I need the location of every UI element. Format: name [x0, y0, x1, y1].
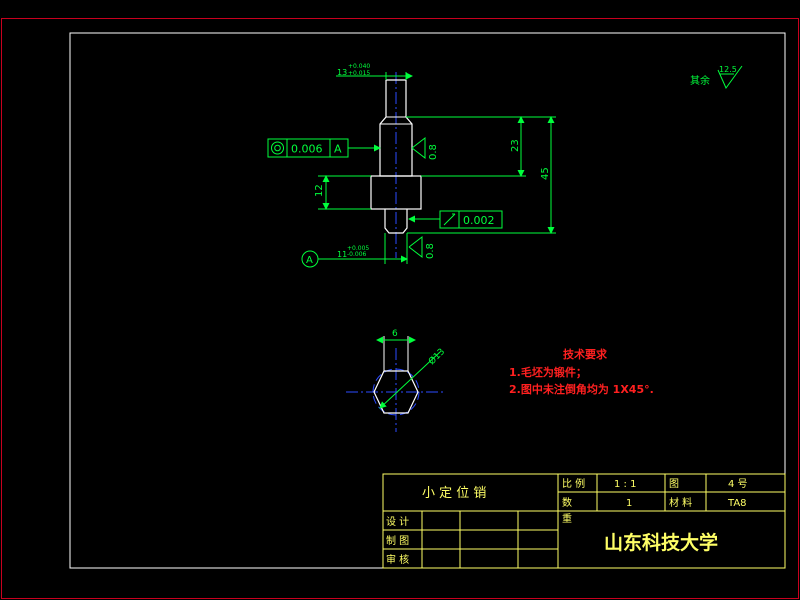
dim-vertical-lengths: 23 45 [406, 116, 556, 234]
coaxiality-frame: 0.006 A [267, 138, 381, 158]
scale-value: 1 : 1 [614, 479, 636, 490]
top-dia-lower: +0.015 [348, 70, 370, 77]
quantity-value: 1 [626, 498, 632, 509]
general-roughness: 其余 12.5 [690, 65, 743, 89]
title-block [382, 473, 786, 569]
runout-value: 0.002 [463, 214, 495, 227]
top-dia-upper: +0.040 [348, 63, 370, 70]
material-value: TA8 [727, 498, 747, 509]
scale-label: 比 例 [562, 477, 585, 490]
roughness-symbol-icon [717, 65, 743, 89]
pin-side-view [370, 72, 422, 258]
review-label: 审 核 [386, 553, 409, 566]
drawing-no-label: 图 [669, 478, 679, 490]
hex-diameter-value: Ø13 [426, 346, 447, 367]
top-dia-nominal: 13 [337, 68, 347, 77]
roughness-upper-icon [411, 136, 426, 160]
coaxiality-value: 0.006 [291, 143, 323, 156]
dim-shoulder: 12 [314, 175, 371, 210]
bottom-dia-upper: +0.005 [347, 245, 369, 252]
title-block-text: 小 定 位 销 比 例 1 : 1 图 4 号 数 1 材 料 TA8 重 设 … [386, 477, 748, 566]
coaxiality-icon [271, 141, 284, 155]
tech-req-item-1: 1.毛坯为锻件； [509, 365, 587, 379]
bottom-dia-nominal: 11 [337, 250, 347, 259]
bottom-dia-lower: -0.006 [347, 251, 367, 258]
shoulder-height-value: 12 [314, 184, 325, 197]
roughness-upper-value: 0.8 [428, 144, 439, 160]
outer-border [1, 18, 799, 599]
quantity-label: 数 [562, 496, 572, 509]
tech-req-item-2: 2.图中未注倒角均为 1X45°. [509, 382, 654, 396]
datum-a-icon [301, 250, 319, 268]
upper-length-value: 23 [510, 139, 521, 152]
hex-top-view: 6 Ø13 [346, 329, 447, 432]
drawing-no-value: 4 号 [728, 478, 748, 490]
bottom-spigot-outline [384, 209, 408, 234]
school-name: 山东科技大学 [604, 531, 718, 554]
roughness-lower-icon [408, 235, 423, 259]
runout-icon [443, 213, 456, 226]
roughness-lower: 0.8 [408, 235, 436, 259]
dim-bottom-diameter: 11 +0.005 -0.006 A [301, 233, 408, 268]
hex-circle [372, 368, 420, 416]
roughness-lower-value: 0.8 [425, 243, 436, 259]
design-label: 设 计 [386, 515, 409, 528]
roughness-upper: 0.8 [411, 136, 439, 160]
weight-label: 重 [562, 512, 572, 525]
part-name: 小 定 位 销 [422, 486, 486, 501]
roughness-prefix: 其余 [690, 74, 710, 87]
draft-label: 制 图 [386, 534, 409, 547]
shoulder-outline [370, 175, 422, 210]
datum-a-label: A [306, 255, 313, 266]
total-length-value: 45 [540, 167, 551, 180]
roughness-value: 12.5 [719, 65, 737, 74]
technical-requirements: 技术要求 1.毛坯为锻件； 2.图中未注倒角均为 1X45°. [509, 347, 654, 396]
coaxiality-datum: A [334, 143, 342, 156]
tech-req-title: 技术要求 [563, 347, 608, 361]
hex-flat-value: 6 [392, 329, 398, 339]
runout-frame: 0.002 [408, 210, 503, 229]
dim-top-diameter: 13 +0.040 +0.015 [336, 63, 413, 80]
material-label: 材 料 [669, 496, 692, 509]
